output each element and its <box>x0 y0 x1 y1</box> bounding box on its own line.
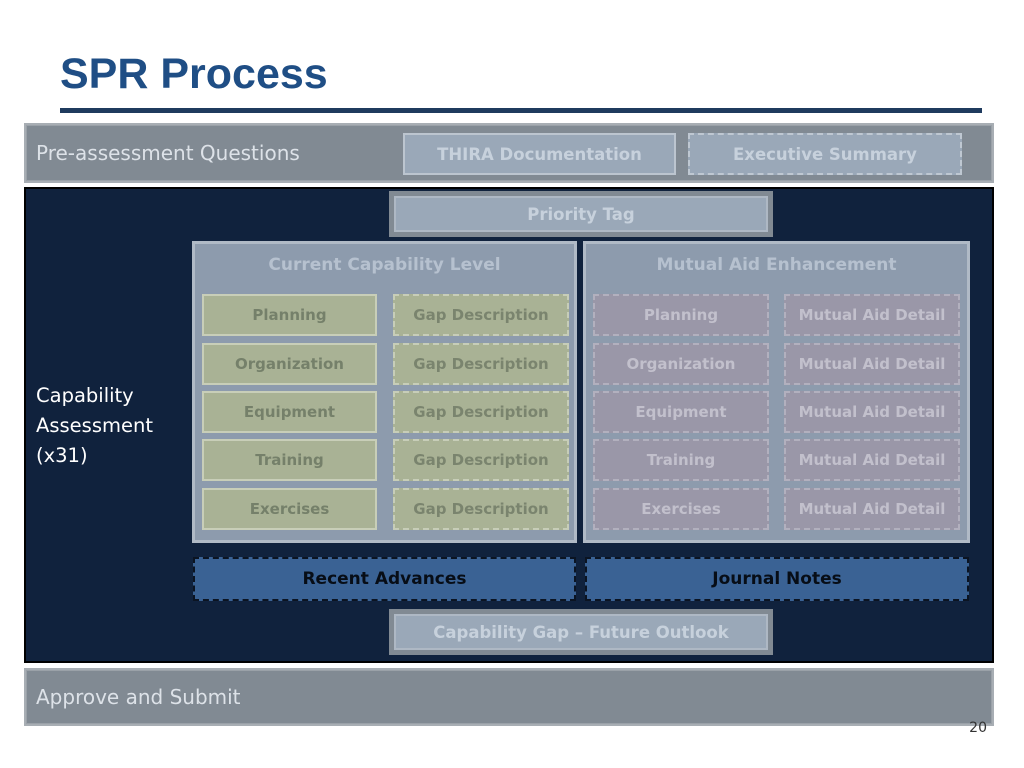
mutual-planning-cell: Planning <box>593 294 769 336</box>
page-number: 20 <box>969 720 987 736</box>
current-planning-cell: Planning <box>202 294 377 336</box>
executive-summary-box: Executive Summary <box>688 133 962 175</box>
current-planning-gap: Gap Description <box>393 294 569 336</box>
journal-notes-box: Journal Notes <box>585 557 969 601</box>
thira-documentation-box: THIRA Documentation <box>403 133 676 175</box>
mutual-equipment-detail: Mutual Aid Detail <box>784 391 960 433</box>
current-equipment-cell: Equipment <box>202 391 377 433</box>
current-training-cell: Training <box>202 439 377 481</box>
mutual-training-detail: Mutual Aid Detail <box>784 439 960 481</box>
mutual-aid-title: Mutual Aid Enhancement <box>656 255 897 275</box>
mutual-equipment-cell: Equipment <box>593 391 769 433</box>
side-label-line: Capability <box>36 384 134 407</box>
mutual-planning-detail: Mutual Aid Detail <box>784 294 960 336</box>
current-exercises-gap: Gap Description <box>393 488 569 530</box>
approve-submit-label: Approve and Submit <box>36 685 241 709</box>
current-capability-title: Current Capability Level <box>268 255 501 275</box>
approve-submit-band <box>24 668 994 726</box>
current-organization-gap: Gap Description <box>393 343 569 385</box>
mutual-training-cell: Training <box>593 439 769 481</box>
mutual-exercises-cell: Exercises <box>593 488 769 530</box>
current-organization-cell: Organization <box>202 343 377 385</box>
side-label-line: Assessment <box>36 414 153 437</box>
capability-assessment-label: Capability Assessment (x31) <box>36 381 153 471</box>
mutual-organization-detail: Mutual Aid Detail <box>784 343 960 385</box>
pre-assessment-label: Pre-assessment Questions <box>36 141 300 165</box>
mutual-exercises-detail: Mutual Aid Detail <box>784 488 960 530</box>
title-underline <box>60 108 982 113</box>
recent-advances-box: Recent Advances <box>193 557 576 601</box>
current-training-gap: Gap Description <box>393 439 569 481</box>
mutual-organization-cell: Organization <box>593 343 769 385</box>
current-equipment-gap: Gap Description <box>393 391 569 433</box>
page-title: SPR Process <box>60 50 328 98</box>
current-exercises-cell: Exercises <box>202 488 377 530</box>
capability-gap-future-outlook-box: Capability Gap – Future Outlook <box>389 609 773 655</box>
priority-tag-box: Priority Tag <box>389 191 773 237</box>
side-label-line: (x31) <box>36 444 88 467</box>
